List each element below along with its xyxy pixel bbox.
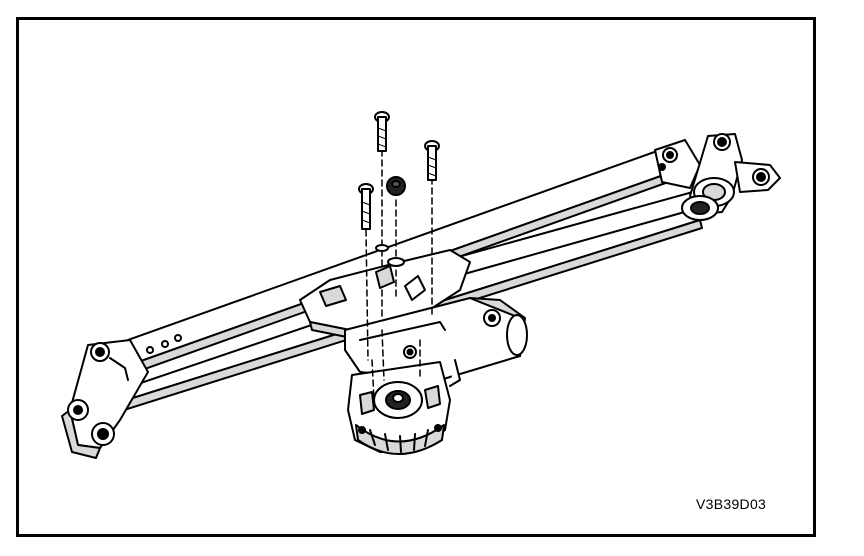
nut	[386, 176, 406, 196]
bolt	[374, 111, 390, 152]
wiper-linkage-drawing	[61, 111, 781, 459]
right-pivot-bracket	[654, 133, 781, 221]
shaft-spacer	[375, 244, 405, 289]
bolt	[424, 140, 440, 181]
alignment-lines	[365, 149, 433, 401]
left-pivot-bracket	[61, 339, 149, 459]
illustration-frame: V3B39D03	[16, 17, 816, 537]
figure-code: V3B39D03	[696, 496, 767, 512]
bolt	[358, 183, 374, 230]
wiper-motor	[344, 297, 528, 387]
motor-gearbox	[347, 361, 451, 455]
